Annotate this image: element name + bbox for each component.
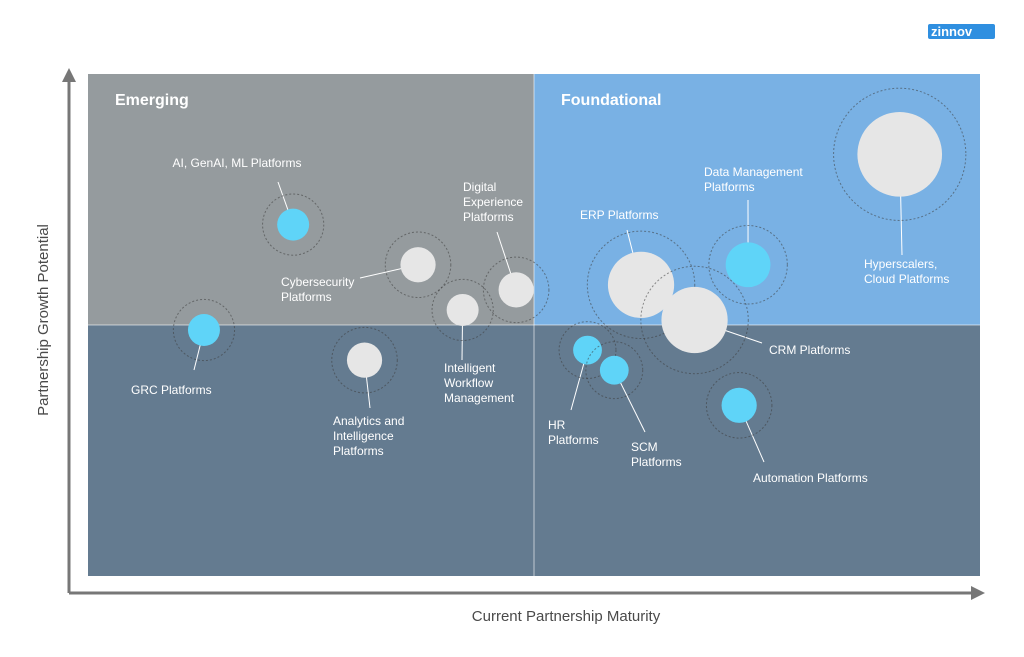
- bubble-ring: [262, 193, 325, 256]
- y-axis-title: Partnership Growth Potential: [35, 224, 52, 416]
- quadrant-title-emerging: Emerging: [115, 92, 189, 109]
- bubble-label: Hyperscalers,Cloud Platforms: [864, 257, 949, 286]
- bubble-ring: [431, 278, 494, 342]
- quadrant-foundational: [534, 74, 980, 325]
- bubble-label: CRM Platforms: [769, 343, 850, 357]
- bubble-point: [277, 208, 310, 241]
- bubble-point: [498, 272, 534, 308]
- bubble-ring: [640, 265, 749, 375]
- bubble-ring: [705, 372, 773, 439]
- bubble-point: [607, 251, 675, 318]
- quadrant-emerging: [88, 74, 534, 325]
- bubble-point: [721, 387, 757, 423]
- bubble-point: [599, 355, 629, 385]
- bubble-erp-platforms: ERP Platforms: [580, 208, 696, 340]
- bubble-point: [346, 342, 383, 378]
- bubble-ring: [585, 341, 644, 400]
- bubble-label: Automation Platforms: [753, 471, 868, 485]
- y-axis-arrow-icon: [62, 68, 76, 82]
- bubble-point: [661, 286, 728, 354]
- bubble-ring: [708, 225, 788, 305]
- bubble-ai-genai-ml-platforms: AI, GenAI, ML Platforms: [173, 156, 325, 256]
- bubble-label: ERP Platforms: [580, 208, 658, 222]
- bubble-point: [400, 247, 436, 283]
- bubble-ring: [331, 326, 398, 394]
- bubble-ring: [586, 230, 696, 340]
- bubble-point: [446, 293, 479, 326]
- zinnov-logo: zinnov: [928, 24, 995, 39]
- bubble-crm-platforms: CRM Platforms: [640, 265, 850, 375]
- bubble-label: AI, GenAI, ML Platforms: [173, 156, 302, 170]
- bubble-grc-platforms: GRC Platforms: [131, 298, 236, 397]
- bubble-ring: [384, 231, 452, 299]
- bubble-point: [857, 112, 943, 197]
- bubble-automation-platforms: Automation Platforms: [705, 372, 868, 485]
- x-axis-arrow-icon: [971, 586, 985, 600]
- bubble-label: GRC Platforms: [131, 383, 212, 397]
- bubble-ring: [482, 256, 550, 324]
- bubble-point: [573, 335, 602, 365]
- bubble-ring: [833, 87, 967, 221]
- x-axis-title: Current Partnership Maturity: [472, 608, 661, 625]
- bubble-point: [187, 314, 220, 347]
- bubble-ring: [172, 298, 236, 362]
- logo-text: zinnov: [931, 24, 973, 39]
- quadrant-bottom-right: [534, 325, 980, 576]
- bubble-hyperscalers-cloud-platforms: Hyperscalers,Cloud Platforms: [833, 87, 967, 286]
- quadrant-title-foundational: Foundational: [561, 92, 661, 109]
- quadrant-bottom-left: [88, 325, 534, 576]
- bubble-point: [725, 242, 771, 288]
